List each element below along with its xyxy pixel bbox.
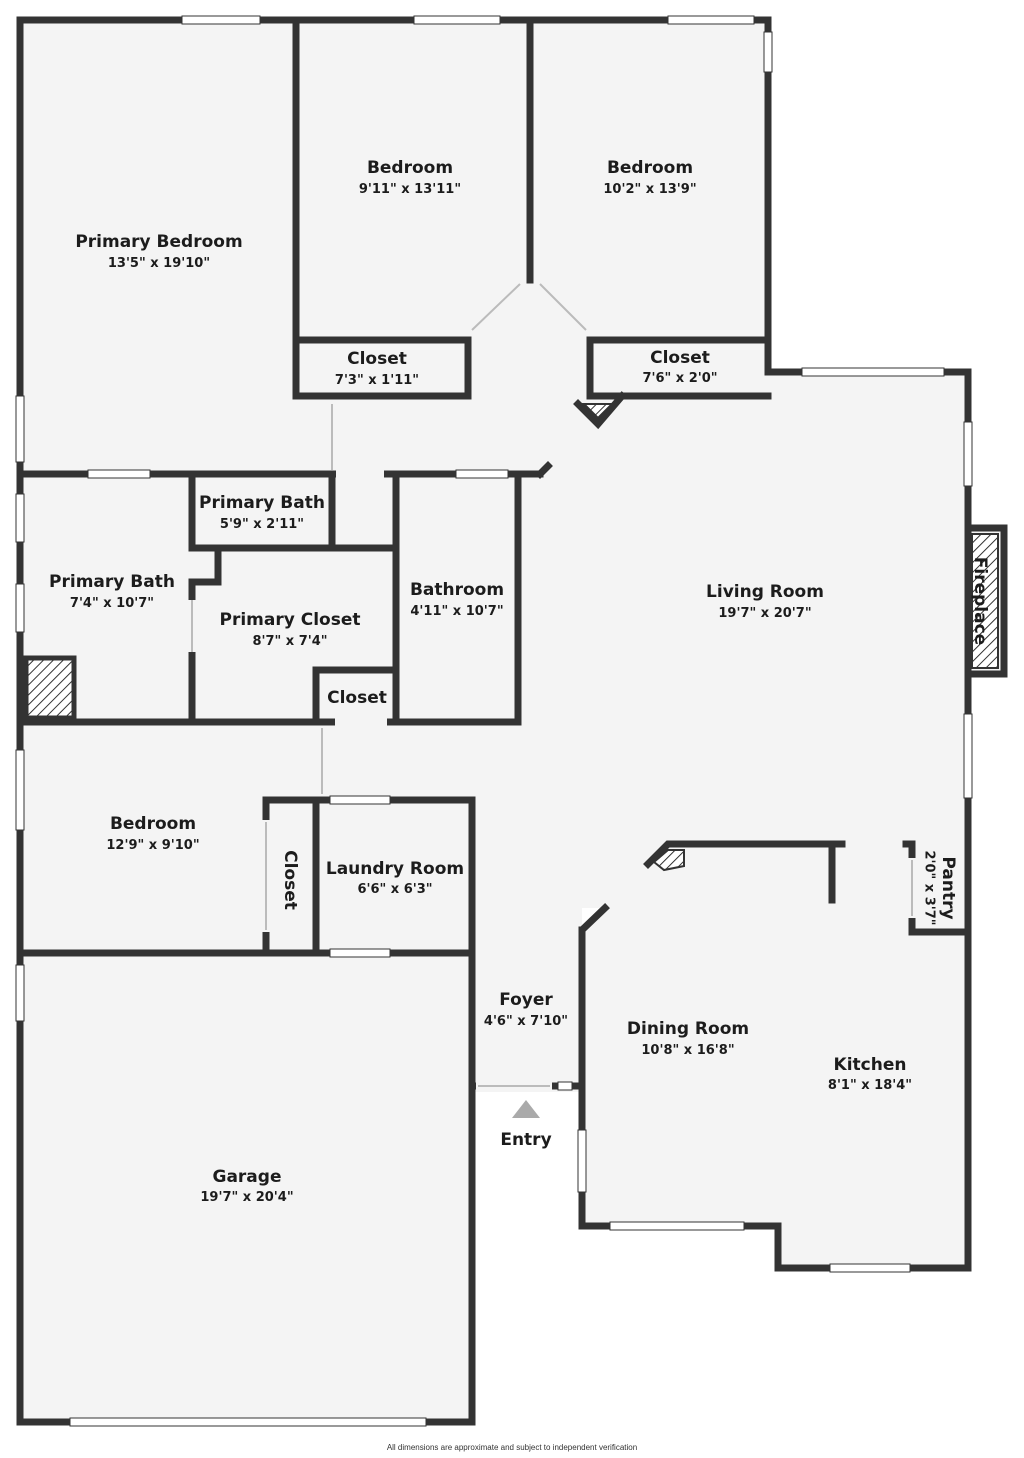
- closet-vert-name: Closet: [280, 850, 300, 910]
- entry-label: Entry: [500, 1130, 551, 1150]
- bedroom-2-name: Bedroom: [367, 158, 453, 178]
- pantry-dims: 2'0" x 3'7": [922, 850, 937, 925]
- fireplace-name: Fireplace: [970, 557, 990, 645]
- primary-bath-small-dims: 5'9" x 2'11": [220, 517, 304, 532]
- niche-hatch: [581, 403, 615, 420]
- dining-room-dims: 10'8" x 16'8": [641, 1043, 734, 1058]
- fireplace-hearth: [971, 533, 999, 669]
- bedroom-4-dims: 12'9" x 9'10": [106, 838, 199, 853]
- bathroom-name: Bathroom: [410, 580, 504, 600]
- living-room-dims: 19'7" x 20'7": [718, 606, 811, 621]
- door-opening-lines: [191, 283, 913, 1087]
- bedroom-3-name: Bedroom: [607, 158, 693, 178]
- closet-small-name: Closet: [327, 688, 387, 708]
- shower-hatch: [23, 655, 77, 721]
- disclaimer: All dimensions are approximate and subje…: [386, 1443, 638, 1452]
- primary-bath-small-name: Primary Bath: [199, 493, 325, 513]
- windows: [15, 15, 973, 1427]
- laundry-room-dims: 6'6" x 6'3": [357, 882, 432, 897]
- kitchen-dims: 8'1" x 18'4": [828, 1078, 912, 1093]
- closet-2-name: Closet: [650, 348, 710, 368]
- laundry-room-name: Laundry Room: [326, 859, 464, 879]
- kitchen-niche-hatch: [652, 849, 685, 872]
- entry-arrow-icon: [512, 1100, 540, 1118]
- closet-1-dims: 7'3" x 1'11": [335, 373, 419, 388]
- bedroom-2-dims: 9'11" x 13'11": [359, 182, 461, 197]
- bedroom-3-dims: 10'2" x 13'9": [603, 182, 696, 197]
- foyer-name: Foyer: [499, 990, 553, 1010]
- primary-bedroom-name: Primary Bedroom: [75, 232, 242, 252]
- kitchen-name: Kitchen: [834, 1055, 907, 1075]
- primary-bath-name: Primary Bath: [49, 572, 175, 592]
- dining-room-name: Dining Room: [627, 1019, 749, 1039]
- garage-dims: 19'7" x 20'4": [200, 1190, 293, 1205]
- primary-bedroom-dims: 13'5" x 19'10": [108, 256, 210, 271]
- foyer-dims: 4'6" x 7'10": [484, 1014, 568, 1029]
- garage-name: Garage: [213, 1167, 282, 1187]
- primary-bath-dims: 7'4" x 10'7": [70, 596, 154, 611]
- living-room-name: Living Room: [706, 582, 824, 602]
- floor-area: [20, 20, 1004, 1422]
- closet-1-name: Closet: [347, 349, 407, 369]
- bathroom-dims: 4'11" x 10'7": [410, 604, 503, 619]
- primary-closet-dims: 8'7" x 7'4": [252, 634, 327, 649]
- primary-closet-name: Primary Closet: [220, 610, 361, 630]
- pantry-name: Pantry: [938, 856, 958, 919]
- bedroom-4-name: Bedroom: [110, 814, 196, 834]
- closet-2-dims: 7'6" x 2'0": [642, 371, 717, 386]
